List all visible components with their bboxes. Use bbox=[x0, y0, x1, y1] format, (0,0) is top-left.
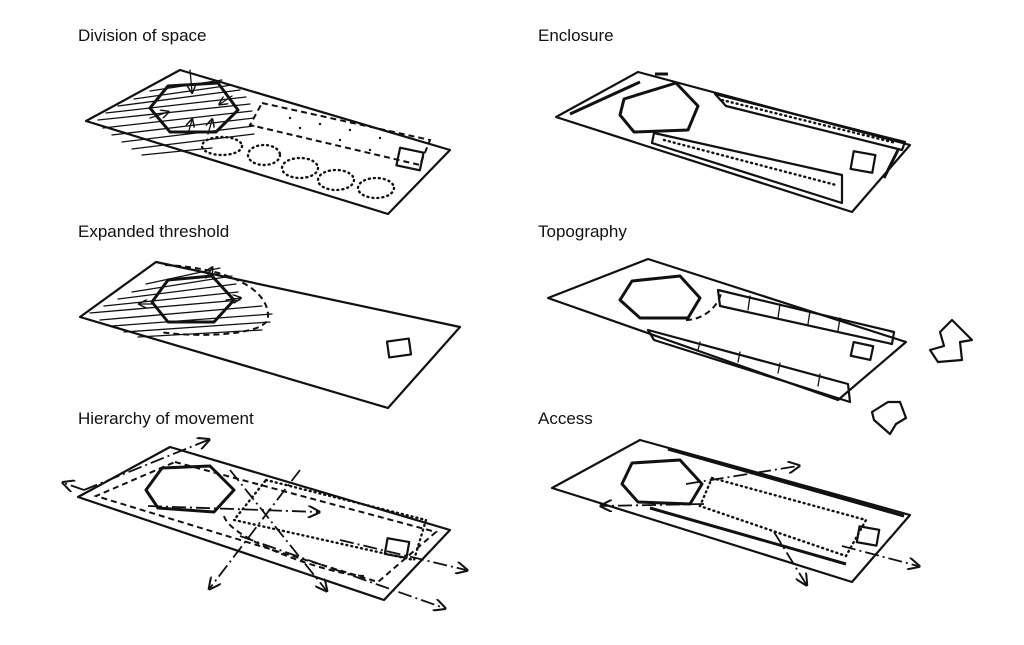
dotted-wall-south bbox=[650, 131, 844, 205]
small-square bbox=[385, 337, 413, 359]
inward-arrows bbox=[149, 69, 233, 135]
site-outline bbox=[78, 260, 462, 410]
sketch-division-of-space bbox=[84, 68, 452, 216]
site-outline bbox=[84, 68, 452, 216]
ramp-lower bbox=[646, 328, 852, 404]
ramp-upper bbox=[716, 288, 896, 346]
hatch-lines bbox=[97, 79, 255, 156]
hexagon-building bbox=[618, 274, 702, 320]
threshold-boundary bbox=[159, 264, 270, 336]
panel-title-access: Access bbox=[538, 409, 593, 428]
dotted-blobs bbox=[200, 135, 396, 200]
site-outline bbox=[550, 438, 912, 584]
panel-title-topography: Topography bbox=[538, 222, 627, 241]
dotted-zone bbox=[231, 478, 428, 562]
sketch-topography bbox=[546, 257, 974, 436]
small-square bbox=[849, 340, 875, 362]
panel-title-enclosure: Enclosure bbox=[538, 26, 614, 45]
sketch-hierarchy-of-movement bbox=[64, 440, 466, 608]
panel-title-threshold: Expanded threshold bbox=[78, 222, 230, 241]
hexagon-building bbox=[150, 274, 236, 324]
ramp-ticks bbox=[697, 295, 841, 387]
dashed-boundary bbox=[93, 460, 439, 584]
zone-dots bbox=[288, 116, 382, 152]
site-outline bbox=[554, 70, 912, 214]
dashed-zone bbox=[248, 101, 432, 167]
up-arrow-icon bbox=[928, 318, 974, 364]
sketch-access bbox=[550, 438, 918, 584]
small-square bbox=[855, 525, 881, 547]
hatch-lines bbox=[89, 267, 273, 338]
access-arrows bbox=[602, 466, 918, 584]
sketch-enclosure bbox=[554, 70, 912, 214]
sketch-expanded-threshold bbox=[78, 260, 462, 410]
down-arrow-icon bbox=[870, 400, 908, 436]
hexagon-building bbox=[148, 81, 240, 134]
panel-title-division: Division of space bbox=[78, 26, 207, 45]
dotted-zone bbox=[698, 476, 868, 558]
dotted-wall-north bbox=[713, 92, 907, 152]
panel-title-movement: Hierarchy of movement bbox=[78, 409, 254, 428]
hexagon-building bbox=[618, 81, 700, 134]
movement-arrows bbox=[64, 440, 466, 608]
hexagon-building bbox=[144, 464, 236, 514]
hexagon-building bbox=[620, 458, 704, 506]
small-square bbox=[383, 537, 411, 559]
site-outline bbox=[546, 257, 908, 402]
small-square bbox=[395, 146, 425, 172]
small-square bbox=[849, 150, 877, 174]
